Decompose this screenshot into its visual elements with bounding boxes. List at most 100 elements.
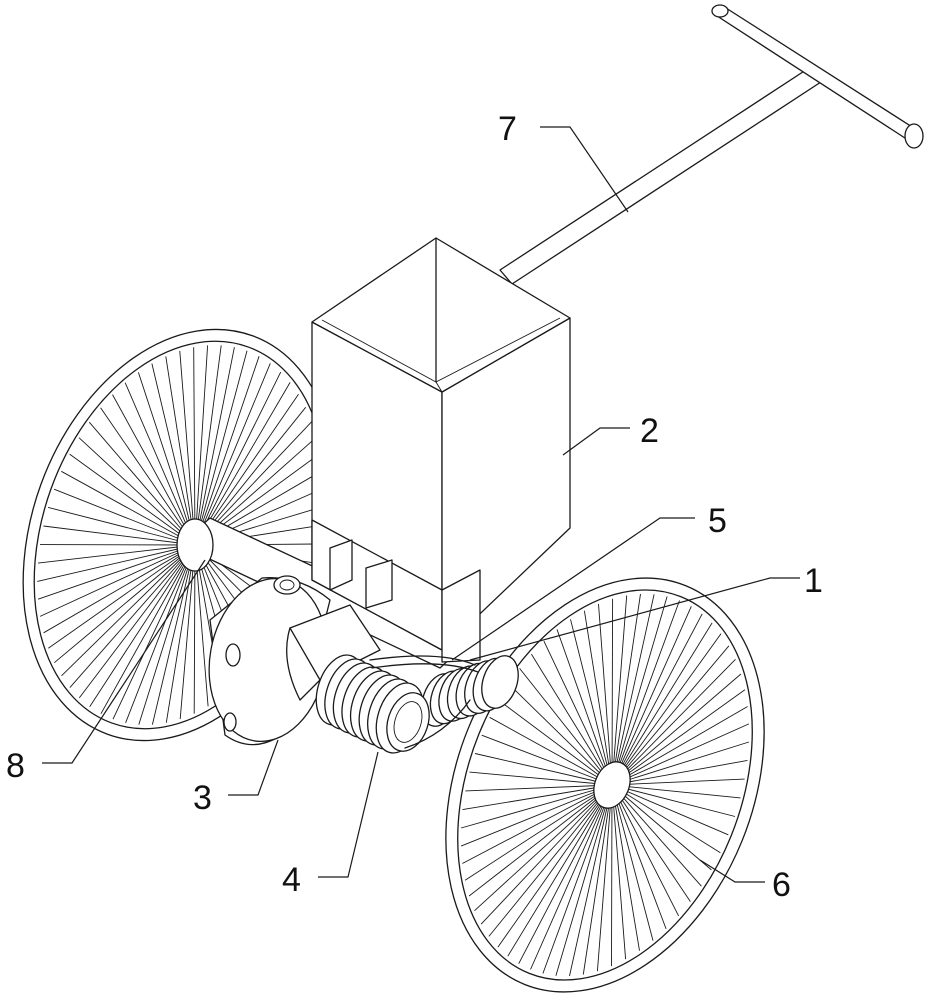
wheel-spoke bbox=[462, 784, 613, 864]
wheel-spoke bbox=[43, 525, 196, 546]
wheel-spoke bbox=[194, 363, 271, 546]
wheel-spoke bbox=[507, 784, 613, 957]
wheel-spoke bbox=[611, 784, 613, 967]
wheel-spoke bbox=[497, 784, 613, 948]
wheel-spoke bbox=[570, 619, 613, 786]
leader-1 bbox=[469, 577, 800, 661]
leader-5 bbox=[451, 517, 695, 661]
wheel-spoke bbox=[611, 784, 680, 917]
wheel-spoke bbox=[69, 453, 196, 546]
wheel-spoke bbox=[530, 784, 613, 970]
leader-8 bbox=[42, 559, 206, 764]
wheel-spoke bbox=[194, 371, 282, 546]
wheel-spoke bbox=[583, 610, 613, 786]
wheel-spoke bbox=[61, 470, 196, 546]
wheel-spoke bbox=[611, 622, 713, 786]
wheel-spoke bbox=[194, 345, 222, 546]
wheel-spoke bbox=[37, 544, 196, 600]
leader-7 bbox=[540, 126, 629, 213]
wheel-spoke bbox=[611, 784, 741, 799]
wheel-spoke bbox=[611, 593, 641, 786]
wheel-spoke bbox=[611, 598, 614, 786]
right-wheel-spokes bbox=[460, 593, 750, 977]
wheel-spoke bbox=[611, 784, 721, 854]
wheel-spoke bbox=[165, 544, 196, 723]
wheel-spoke bbox=[611, 784, 702, 887]
wheel-spoke bbox=[611, 784, 654, 941]
wheel-spoke bbox=[555, 784, 613, 976]
wheel-spoke bbox=[100, 407, 196, 546]
wheel-spoke bbox=[582, 784, 613, 975]
wheel-spoke bbox=[611, 606, 692, 786]
wheel-spoke bbox=[519, 668, 613, 786]
wheel-spoke bbox=[194, 345, 209, 546]
wheel-spoke bbox=[611, 784, 640, 951]
wheel-spoke bbox=[48, 544, 196, 649]
seed-hopper bbox=[311, 237, 571, 663]
spring-coil-turn bbox=[481, 655, 519, 709]
wheel-spoke bbox=[611, 600, 680, 786]
wheel-spoke bbox=[69, 544, 196, 688]
wheel-spoke bbox=[611, 784, 712, 871]
bearing-housing bbox=[176, 517, 471, 746]
wheel-spoke bbox=[543, 640, 613, 786]
wheel-spoke bbox=[488, 784, 613, 937]
wheel-spoke bbox=[611, 723, 750, 786]
wheel-spoke bbox=[194, 347, 235, 546]
wheel-spoke bbox=[611, 689, 746, 786]
wheel-spoke bbox=[137, 372, 196, 546]
wheel-spoke bbox=[61, 544, 196, 677]
wheel-spoke bbox=[151, 544, 196, 725]
wheel-spoke bbox=[611, 645, 730, 786]
wheel-spoke bbox=[125, 544, 196, 723]
callout-7: 7 bbox=[498, 110, 517, 148]
wheel-spoke bbox=[460, 784, 613, 829]
wheel-spoke bbox=[569, 784, 613, 977]
wheel-spoke bbox=[43, 544, 196, 634]
wheel-spoke bbox=[112, 544, 196, 720]
wheel-spoke bbox=[39, 544, 196, 617]
wheel-spoke bbox=[481, 734, 613, 786]
callout-2: 2 bbox=[640, 412, 659, 450]
wheel-spoke bbox=[138, 544, 196, 725]
wheel-spoke bbox=[598, 603, 613, 786]
wheel-spoke bbox=[78, 437, 196, 546]
wheel-spoke bbox=[611, 706, 748, 786]
wheel-spoke bbox=[611, 613, 703, 786]
wheel-spoke bbox=[474, 784, 613, 912]
wheel-spoke bbox=[193, 347, 196, 546]
wheel-spoke bbox=[78, 544, 196, 699]
wheel-spoke bbox=[37, 544, 196, 564]
wheel-spoke bbox=[194, 356, 260, 546]
wheel-spoke bbox=[480, 784, 613, 925]
wheel-spoke bbox=[611, 596, 668, 786]
wheel-spoke bbox=[179, 350, 196, 546]
wheel-spoke bbox=[611, 594, 655, 786]
handle-assembly bbox=[499, 4, 924, 285]
callout-leaders bbox=[42, 126, 800, 883]
callout-5: 5 bbox=[708, 502, 727, 540]
wheel-spoke bbox=[596, 784, 613, 972]
wheel-spoke bbox=[542, 784, 613, 974]
wheel-spoke bbox=[508, 683, 613, 786]
wheel-spoke bbox=[151, 363, 196, 546]
wheel-spoke bbox=[468, 784, 613, 897]
wheel-spoke bbox=[611, 633, 722, 786]
leader-6 bbox=[699, 859, 765, 883]
wheel-spoke bbox=[611, 595, 628, 786]
wheel-spoke bbox=[100, 544, 196, 715]
leader-2 bbox=[562, 427, 630, 456]
callout-labels: 7 2 5 1 8 3 4 6 bbox=[6, 110, 823, 904]
callout-1: 1 bbox=[804, 562, 823, 600]
wheel-spoke bbox=[498, 699, 613, 786]
wheel-spoke bbox=[464, 784, 613, 881]
wheel-spoke bbox=[518, 784, 613, 964]
leader-3 bbox=[228, 739, 279, 796]
leader-4 bbox=[318, 751, 379, 878]
wheel-spoke bbox=[611, 784, 627, 960]
callout-3: 3 bbox=[193, 779, 212, 817]
wheel-spoke bbox=[47, 506, 196, 546]
wheel-spoke bbox=[124, 382, 196, 546]
right-wheel bbox=[445, 577, 765, 993]
